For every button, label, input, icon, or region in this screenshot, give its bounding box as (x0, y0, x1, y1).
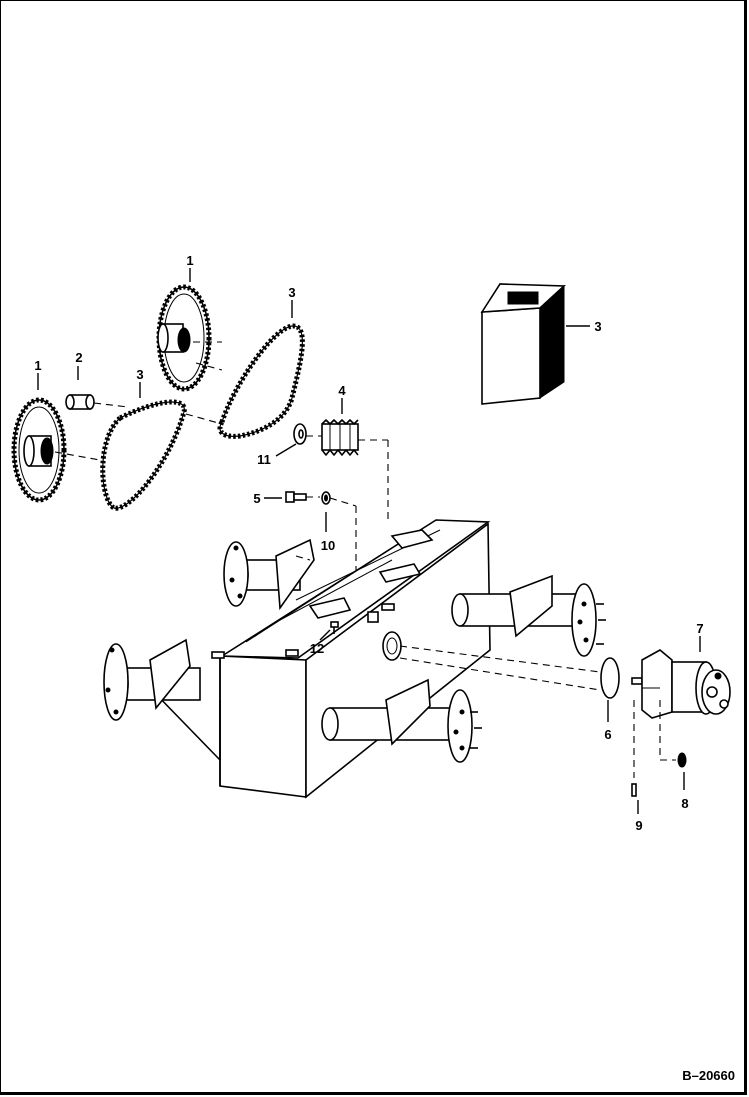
callout-1-lower: 1 (34, 358, 41, 373)
bolt-and-washer (285, 491, 357, 590)
callout-11: 11 (257, 452, 271, 467)
callout-labels: 1 1 2 3 3 3 4 5 6 7 8 9 10 11 12 (34, 253, 703, 833)
o-ring (399, 645, 620, 699)
leader-lines (37, 268, 701, 814)
nut-and-key (631, 752, 687, 797)
axle-tube-rear-right (451, 574, 606, 657)
callout-5: 5 (253, 491, 260, 506)
sprocket-upper (156, 284, 222, 392)
callout-12: 12 (310, 641, 324, 656)
callout-3-box: 3 (594, 319, 601, 334)
sprocket-lower (11, 397, 101, 503)
callout-10: 10 (321, 538, 335, 553)
sealant-box (480, 283, 590, 405)
axle-tube-front-right (321, 678, 482, 763)
callout-6: 6 (604, 727, 611, 742)
callout-4: 4 (338, 383, 346, 398)
chain-left (100, 399, 187, 511)
bushing (65, 394, 129, 410)
drawing-number: B–20660 (682, 1068, 735, 1083)
hydraulic-motor (631, 649, 731, 778)
axle-tube-rear-left (223, 538, 315, 611)
callout-2: 2 (75, 350, 82, 365)
callout-3-left-chain: 3 (136, 367, 143, 382)
washer-and-double-sprocket (293, 419, 389, 520)
screw (330, 621, 339, 634)
callout-3-right-chain: 3 (288, 285, 295, 300)
callout-7: 7 (696, 621, 703, 636)
callout-9: 9 (635, 818, 642, 833)
axle-tube-front-left (103, 638, 201, 721)
chaincase-frame (151, 519, 491, 799)
callout-1-upper: 1 (186, 253, 193, 268)
callout-8: 8 (681, 796, 688, 811)
chain-right (185, 323, 305, 439)
